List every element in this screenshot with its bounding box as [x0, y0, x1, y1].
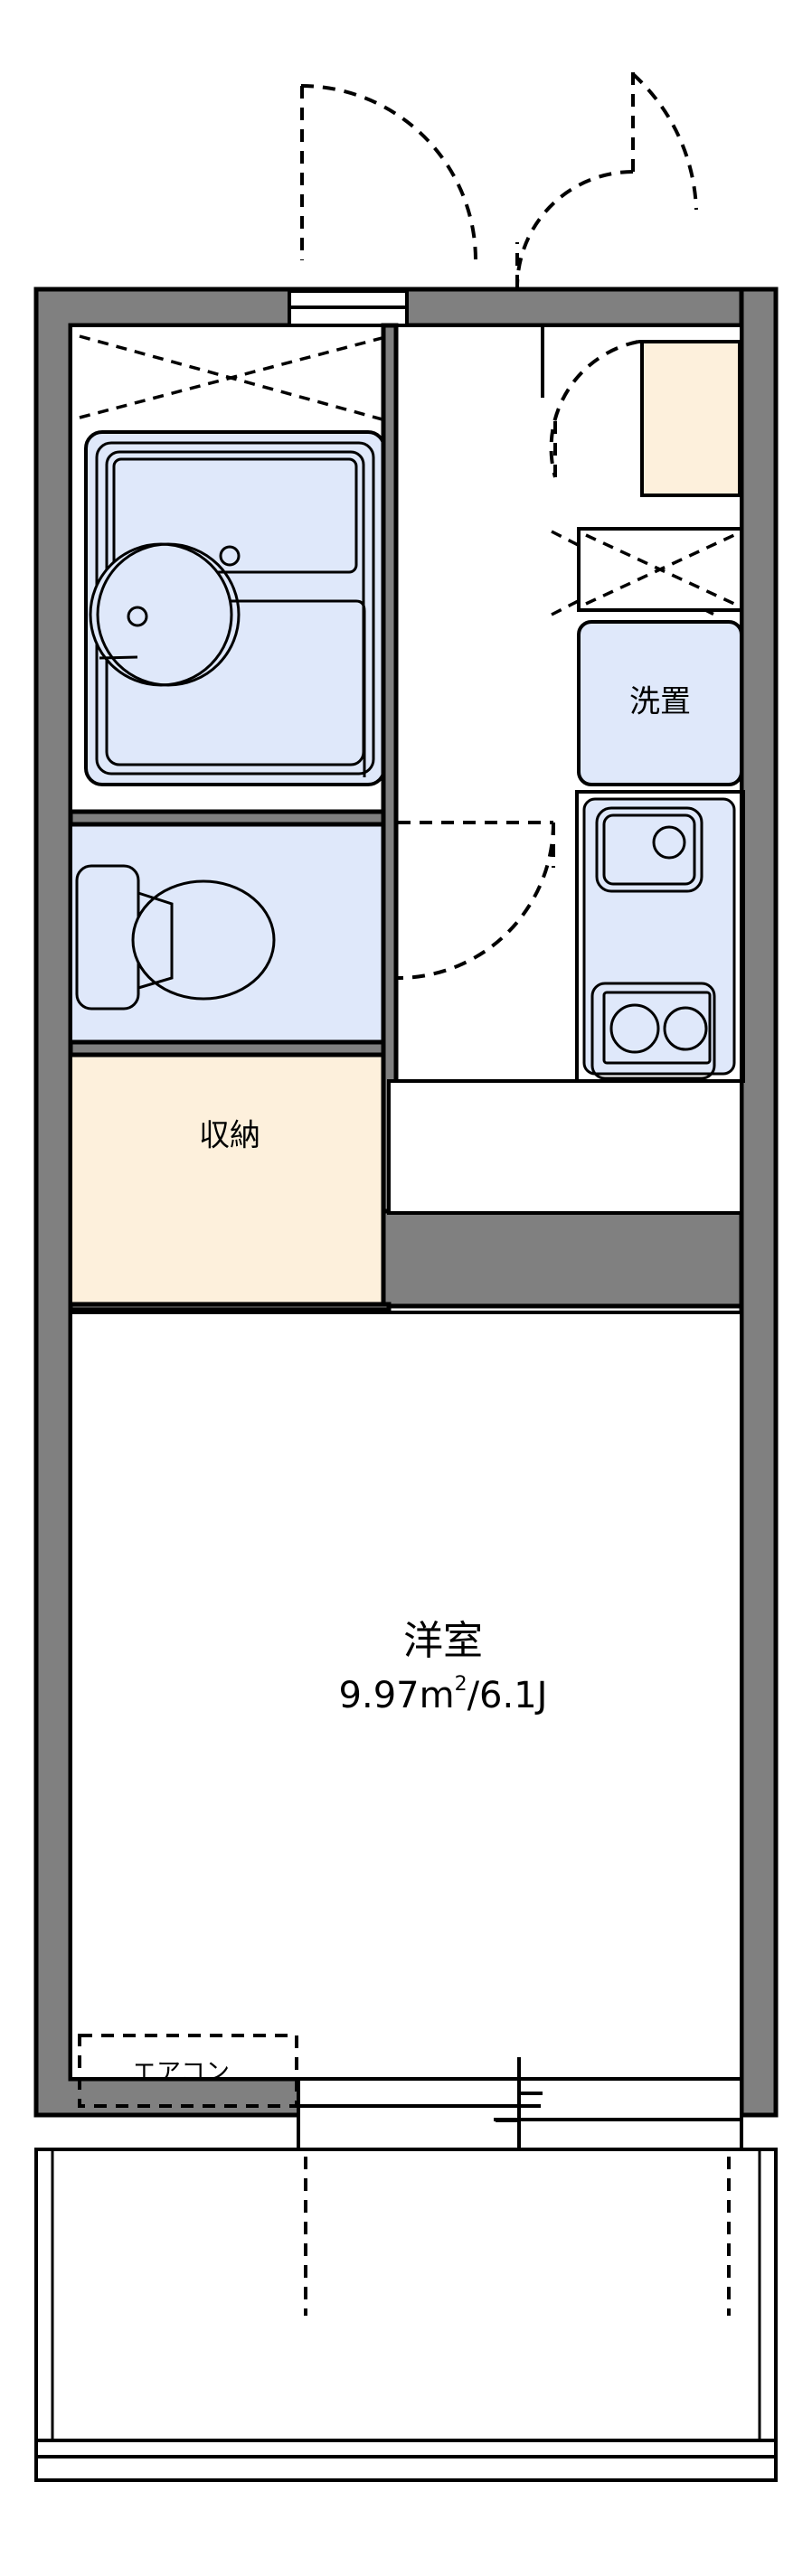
bathtub-step-line: [201, 599, 366, 777]
shoe-cabinet-group: [549, 340, 741, 497]
closet-label: 収納: [199, 1118, 260, 1154]
aircon-label: エアコン: [132, 2059, 230, 2087]
wash-basin-counter-edge: [99, 655, 138, 660]
plan-labels: 洋室 9.97m2/6.1J 収納 洗置 エアコン: [132, 684, 691, 2087]
upper-right-swing: [631, 72, 698, 211]
main-room-label: 洋室: [403, 1618, 483, 1664]
shoe-cabinet-door-swing: [549, 340, 639, 478]
bath-door-diag-2: [79, 334, 390, 419]
interior-partitions: [68, 323, 399, 1309]
shoe-cabinet[interactable]: [640, 340, 741, 497]
entrance-door-group: [300, 72, 698, 288]
wall-toilet-closet-fill: [68, 1039, 392, 1058]
bathtub-drain: [219, 545, 241, 567]
main-room-floor: [69, 1311, 743, 2081]
main-room-area-label: 9.97m2/6.1J: [339, 1673, 548, 1716]
wall-bath-toilet-fill: [68, 809, 392, 827]
washer-space: [577, 620, 743, 786]
wash-basin-drain: [127, 606, 148, 627]
main-room-area: [69, 1311, 743, 2081]
stove-outer: [590, 982, 716, 1080]
secondary-door-swing: [515, 170, 634, 288]
main-room-area-jo: /6.1J: [467, 1675, 548, 1716]
kitchen-sink-drain: [652, 825, 686, 860]
wash-basin-bowl: [89, 542, 233, 687]
entrance-door-swing: [300, 84, 477, 261]
kitchen-column: [575, 527, 745, 1083]
outer-wall-right-upper: [739, 287, 779, 2118]
unit-bath-folding-door[interactable]: [79, 334, 390, 423]
wetarea-door-swing: [397, 822, 555, 980]
toilet-neck: [137, 891, 174, 990]
balcony-outline: [34, 2148, 778, 2458]
kitchen-sink-bowl: [602, 813, 696, 886]
unit-bath-room: [69, 324, 391, 815]
entry-door-opening[interactable]: [288, 289, 409, 309]
closet-floor[interactable]: [69, 1051, 391, 1308]
stove-burner-small: [663, 1006, 708, 1051]
toilet-room: [69, 821, 391, 1046]
balcony-inner-line: [51, 2148, 761, 2442]
toilet-bowl: [131, 879, 276, 1001]
main-room-area-sup: 2: [455, 1673, 467, 1696]
wall-main-room-top-fill: [381, 1208, 744, 1309]
bathtub: [84, 430, 386, 786]
washer-space-label: 洗置: [629, 684, 691, 720]
kitchen-floor-strip: [387, 1079, 743, 1215]
wetarea-door[interactable]: [397, 821, 555, 980]
closet-room[interactable]: [69, 1051, 391, 1308]
wash-basin-rim: [96, 542, 241, 687]
kitchen-unit: [575, 790, 745, 1083]
window-sash-marks: [496, 2057, 543, 2149]
balcony-rail: [34, 2439, 778, 2482]
aircon-outline: [78, 2034, 298, 2108]
wall-left-above-main: [68, 1302, 392, 1312]
main-room-area-sqm: 9.97m: [339, 1675, 455, 1716]
main-room-top-wall: [68, 1079, 744, 1312]
balcony-window-group: [34, 2077, 778, 2482]
kitchen-sink-rim: [595, 806, 703, 893]
upper-cabinet-diag-2: [585, 533, 735, 606]
washer-upper-cabinet[interactable]: [577, 527, 743, 612]
bath-door-diag-1: [79, 334, 390, 423]
aircon-group: [78, 2034, 298, 2108]
toilet-tank: [75, 864, 140, 1011]
stove-burner-large: [609, 1003, 660, 1054]
